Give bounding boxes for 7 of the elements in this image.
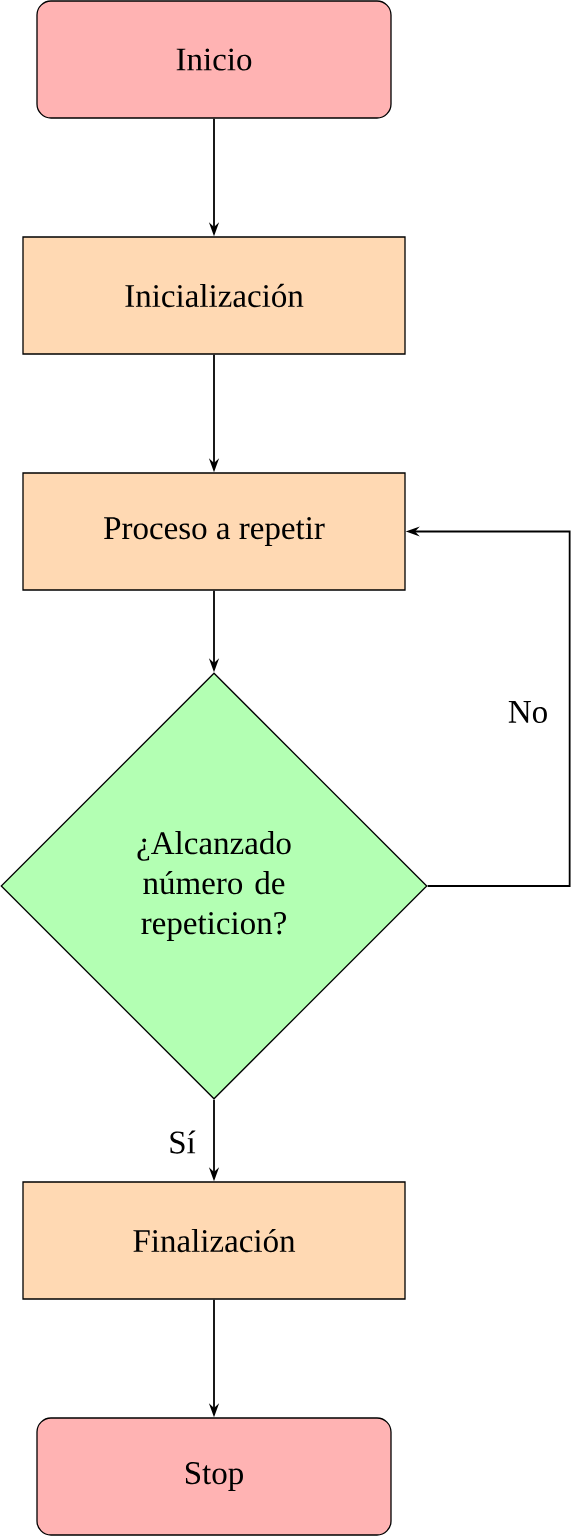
start-box: Inicio (36, 0, 392, 119)
process-box: Proceso a repetir (22, 472, 406, 591)
process-box: Finalización (22, 1181, 406, 1300)
stop-box: Stop (36, 1417, 392, 1536)
edge-label: Sí (166, 1128, 198, 1156)
edge-label: No (505, 699, 551, 725)
process-box: Inicialización (22, 236, 406, 355)
